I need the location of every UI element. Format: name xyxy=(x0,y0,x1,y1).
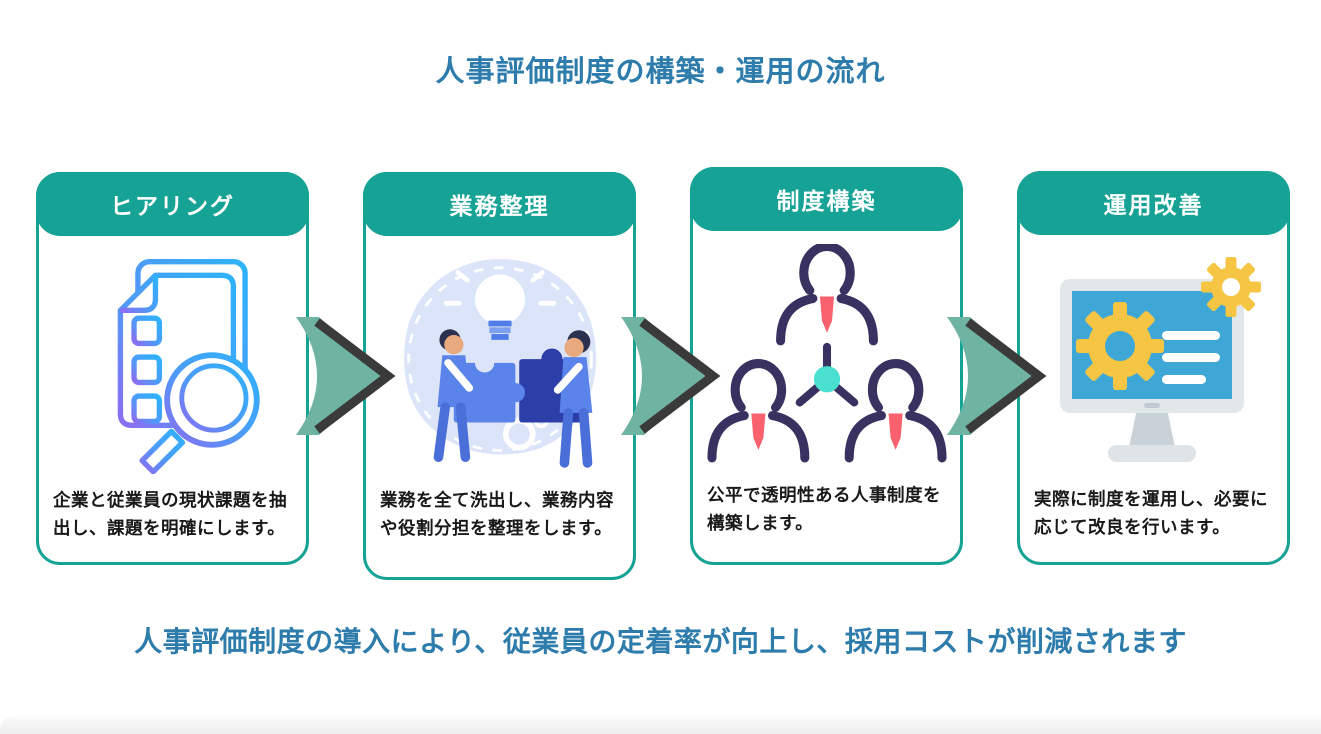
step-title: 運用改善 xyxy=(1103,192,1204,218)
step-icon-wrap xyxy=(1020,235,1287,485)
step-description: 企業と従業員の現状課題を抽出し、課題を明確にします。 xyxy=(53,490,287,539)
step-card-hearing: ヒアリング 企業と従業員の現状課 xyxy=(36,172,309,565)
step-description: 実際に制度を運用し、必要に応じて改良を行います。 xyxy=(1034,489,1268,538)
flow-arrow-icon xyxy=(621,317,721,435)
teamwork-puzzle-icon xyxy=(403,259,596,468)
step-description: 公平で透明性ある人事制度を構築します。 xyxy=(707,485,941,534)
step-icon-wrap xyxy=(366,236,633,486)
step-card-header: 業務整理 xyxy=(363,172,636,236)
document-magnifier-icon xyxy=(117,258,260,474)
step-card-header: 運用改善 xyxy=(1017,171,1290,235)
step-card-system-building: 制度構築 公平で透明性ある人事制度を構築します。 xyxy=(690,167,963,565)
step-icon-wrap xyxy=(39,236,306,486)
step-title: 制度構築 xyxy=(776,188,877,214)
step-card-task-organizing: 業務整理 xyxy=(363,172,636,580)
step-card-operation-improvement: 運用改善 xyxy=(1017,171,1290,565)
monitor-gears-icon xyxy=(1059,257,1261,462)
gear-small xyxy=(1200,257,1261,317)
step-card-header: ヒアリング xyxy=(36,172,309,236)
bottom-tagline: 人事評価制度の導入により、従業員の定着率が向上し、採用コストが削減されます xyxy=(134,626,1187,657)
step-card-header: 制度構築 xyxy=(690,167,963,231)
page-title: 人事評価制度の構築・運用の流れ xyxy=(435,56,886,88)
flow-arrow-icon xyxy=(296,317,396,435)
bottom-band xyxy=(0,716,1321,734)
gear-large xyxy=(1075,302,1164,390)
flow-arrow-icon xyxy=(947,317,1047,435)
step-icon-wrap xyxy=(693,231,960,481)
step-description: 業務を全て洗出し、業務内容や役割分担を整理をします。 xyxy=(380,490,614,539)
org-people-icon xyxy=(705,244,949,468)
step-title: 業務整理 xyxy=(449,193,550,219)
step-title: ヒアリング xyxy=(110,193,235,219)
